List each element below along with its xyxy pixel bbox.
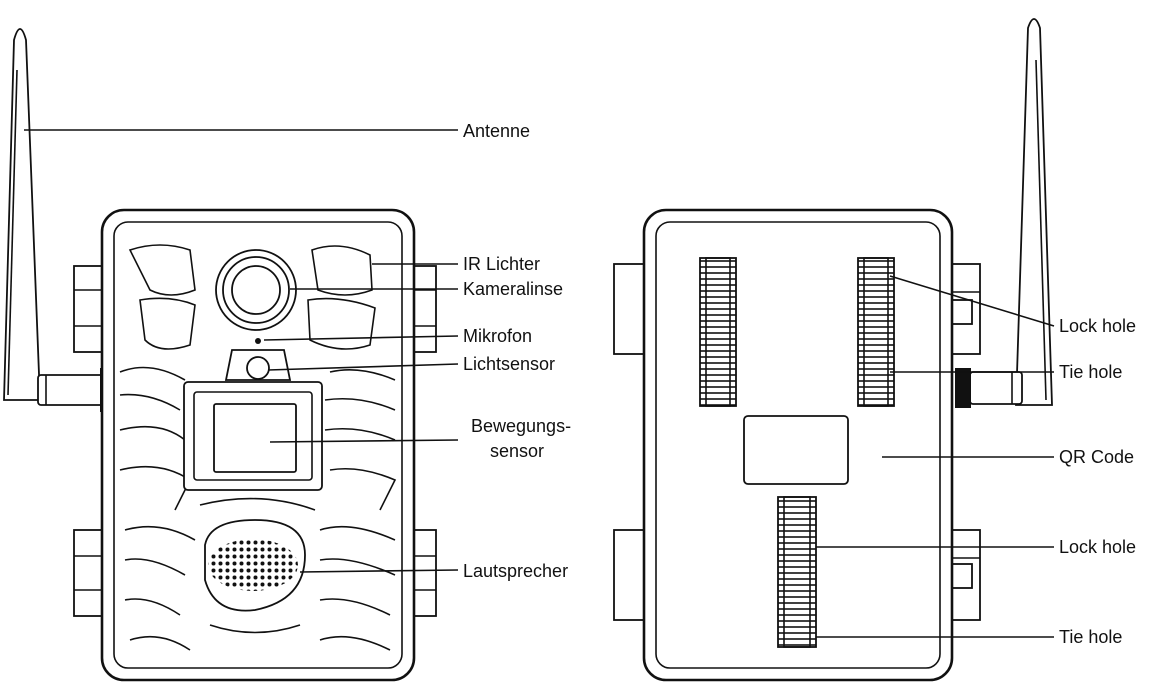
microphone-hole: [255, 338, 261, 344]
label-tie-hole-top: Tie hole: [1059, 362, 1122, 382]
camera-lens: [215, 249, 297, 331]
label-tie-hole-bottom: Tie hole: [1059, 627, 1122, 647]
speaker-grille: [204, 519, 306, 612]
label-lichtsensor: Lichtsensor: [463, 354, 555, 374]
label-ir-lichter: IR Lichter: [463, 254, 540, 274]
rib-strip-right: [857, 257, 895, 407]
label-antenne: Antenne: [463, 121, 530, 141]
front-antenna: [3, 28, 110, 412]
motion-sensor: [183, 381, 323, 491]
front-view: Antenne IR Lichter Kameralinse Mikrofon …: [3, 28, 571, 682]
rib-strip-left: [699, 257, 737, 407]
rib-strip-bottom: [777, 496, 817, 648]
label-mikrofon: Mikrofon: [463, 326, 532, 346]
back-view: Lock hole Tie hole QR Code Lock hole Tie…: [613, 18, 1136, 682]
label-lock-hole-bottom: Lock hole: [1059, 537, 1136, 557]
light-sensor: [246, 356, 270, 380]
label-bewegungssensor-2: sensor: [490, 441, 544, 461]
label-kameralinse: Kameralinse: [463, 279, 563, 299]
label-lock-hole-top: Lock hole: [1059, 316, 1136, 336]
front-hinges-left: [73, 265, 107, 617]
label-qr-code: QR Code: [1059, 447, 1134, 467]
qr-code-area: [743, 415, 849, 485]
label-lautsprecher: Lautsprecher: [463, 561, 568, 581]
back-antenna: [955, 18, 1053, 408]
bark-texture: [119, 244, 397, 651]
label-bewegungssensor-1: Bewegungs-: [471, 416, 571, 436]
